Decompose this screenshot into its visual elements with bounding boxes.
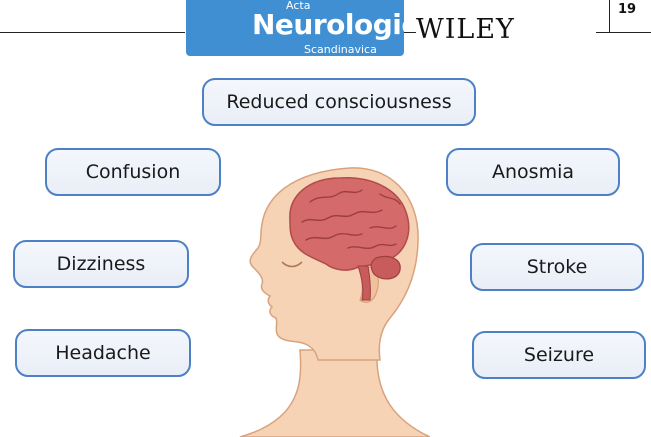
publisher-logo: WILEY [416, 14, 515, 46]
neck-shoulders-shape [240, 350, 430, 437]
journal-logo: Acta Neurologica Scandinavica [186, 0, 404, 56]
symptom-stroke: Stroke [470, 243, 644, 291]
symptom-headache: Headache [15, 329, 191, 377]
symptom-anosmia: Anosmia [446, 148, 620, 196]
journal-logo-scandinavica: Scandinavica [304, 44, 377, 55]
journal-logo-name: Neurologica [252, 8, 436, 42]
symptom-confusion: Confusion [45, 148, 221, 196]
head-with-brain-illustration [230, 150, 430, 437]
cerebellum-shape [371, 257, 400, 279]
header-rule-vertical [609, 0, 610, 32]
header-rule-left [0, 32, 185, 33]
symptom-seizure: Seizure [472, 331, 646, 379]
page-number: 19 [618, 2, 636, 17]
symptom-reduced-consciousness: Reduced consciousness [202, 78, 476, 126]
symptom-dizziness: Dizziness [13, 240, 189, 288]
header-rule-mid [404, 32, 416, 33]
header-rule-right [596, 32, 651, 33]
